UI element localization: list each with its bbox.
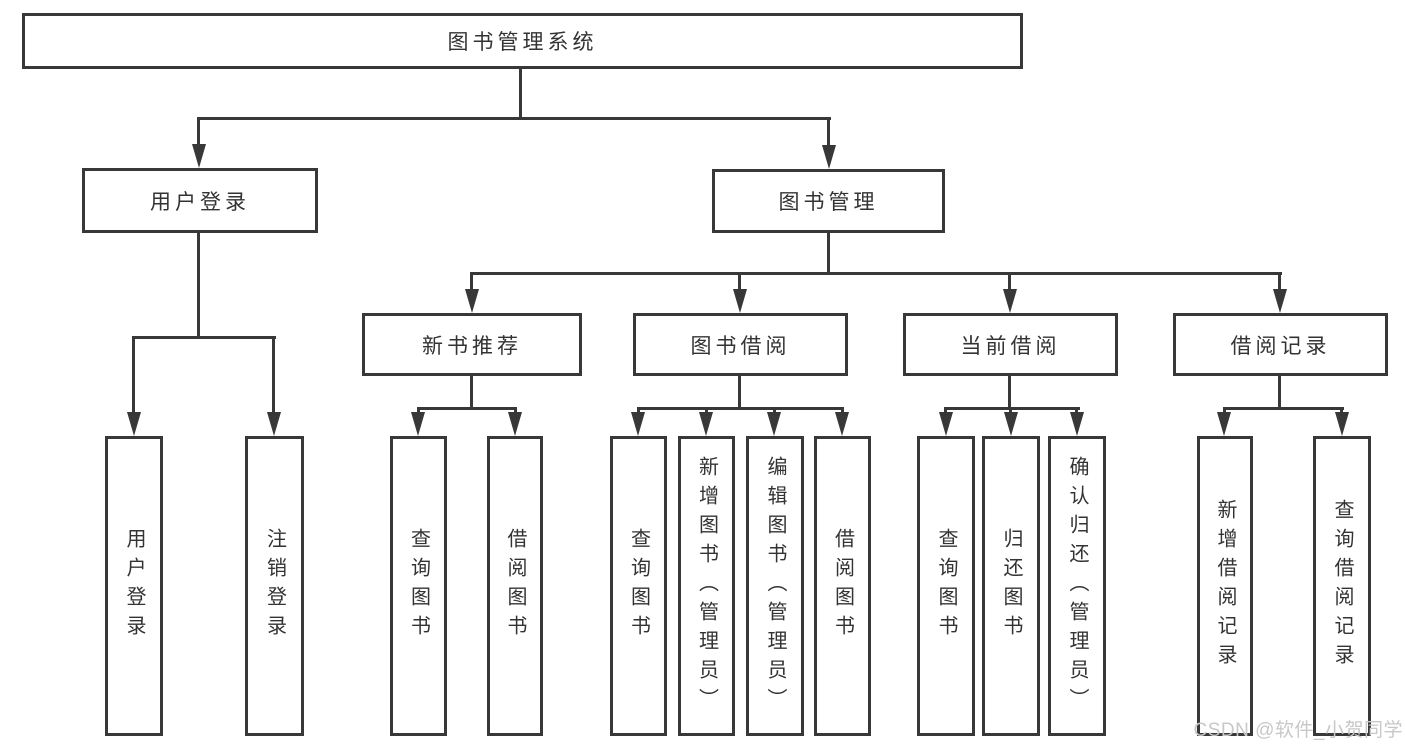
connector-line (470, 376, 473, 409)
connector-line (1223, 407, 1226, 415)
arrow-down-icon (411, 412, 425, 436)
arrow-down-icon (1003, 289, 1017, 313)
connector-line (132, 336, 135, 414)
node-new-book-recommend: 新书推荐 (362, 313, 582, 376)
node-book-borrow: 图书借阅 (633, 313, 848, 376)
connector-line (1278, 376, 1281, 409)
arrow-down-icon (192, 144, 206, 168)
connector-line (773, 407, 776, 415)
node-current-borrow: 当前借阅 (903, 313, 1118, 376)
arrow-down-icon (733, 289, 747, 313)
leaf-recommend-query-books: 查询图书 (390, 436, 447, 736)
leaf-recommend-borrow-books: 借阅图书 (487, 436, 543, 736)
arrow-down-icon (465, 289, 479, 313)
connector-line (1008, 376, 1011, 409)
arrow-down-icon (1070, 412, 1084, 436)
connector-line (470, 272, 473, 291)
arrow-down-icon (767, 412, 781, 436)
connector-line (944, 407, 947, 415)
node-book-management-label: 图书管理 (778, 191, 879, 214)
connector-line (1008, 272, 1011, 291)
connector-line (417, 407, 420, 415)
leaf-return-books: 归还图书 (982, 436, 1040, 736)
leaf-confirm-return-admin: 确认归还（管理员） (1048, 436, 1106, 736)
node-borrow-records-label: 借阅记录 (1230, 334, 1331, 358)
connector-line (417, 407, 517, 410)
connector-line (1009, 407, 1012, 415)
connector-line (519, 69, 522, 117)
connector-line (944, 407, 1080, 410)
leaf-edit-books-admin: 编辑图书（管理员） (746, 436, 804, 736)
leaf-borrow-query-books: 查询图书 (610, 436, 667, 736)
connector-line (705, 407, 708, 415)
connector-line (1340, 407, 1343, 415)
leaf-current-query-books: 查询图书 (917, 436, 975, 736)
connector-line (738, 376, 741, 409)
arrow-down-icon (1004, 412, 1018, 436)
connector-line (637, 407, 640, 415)
node-user-login: 用户登录 (82, 168, 318, 233)
node-current-borrow-label: 当前借阅 (960, 334, 1061, 358)
connector-line (197, 233, 200, 337)
leaf-current-query-books-label: 查询图书 (935, 528, 957, 644)
leaf-add-books-admin: 新增图书（管理员） (678, 436, 735, 736)
arrow-down-icon (127, 412, 141, 436)
connector-line (132, 336, 276, 339)
arrow-down-icon (835, 412, 849, 436)
leaf-confirm-return-admin-label: 确认归还（管理员） (1066, 455, 1088, 717)
connector-line (841, 407, 844, 415)
connector-line (197, 117, 200, 147)
leaf-add-borrow-record: 新增借阅记录 (1197, 436, 1253, 736)
arrow-down-icon (267, 412, 281, 436)
connector-line (827, 117, 830, 147)
leaf-logout-label: 注销登录 (263, 528, 286, 644)
connector-line (738, 272, 741, 291)
connector-line (827, 233, 830, 274)
csdn-watermark: CSDN @软件_小贺同学 (1193, 720, 1403, 741)
arrow-down-icon (699, 412, 713, 436)
leaf-user-login-label: 用户登录 (123, 528, 145, 644)
connector-line (470, 272, 1282, 275)
leaf-logout: 注销登录 (245, 436, 304, 736)
leaf-query-borrow-record: 查询借阅记录 (1313, 436, 1371, 736)
arrow-down-icon (1273, 289, 1287, 313)
arrow-down-icon (631, 412, 645, 436)
leaf-borrow-borrow-books: 借阅图书 (814, 436, 871, 736)
arrow-down-icon (1335, 412, 1349, 436)
leaf-borrow-query-books-label: 查询图书 (627, 528, 650, 644)
leaf-recommend-query-books-label: 查询图书 (407, 528, 430, 644)
leaf-recommend-borrow-books-label: 借阅图书 (504, 528, 526, 644)
node-book-management: 图书管理 (712, 169, 945, 233)
arrow-down-icon (508, 412, 522, 436)
connector-line (1075, 407, 1078, 415)
connector-line (1278, 272, 1281, 291)
node-library-system: 图书管理系统 (22, 13, 1023, 69)
node-user-login-label: 用户登录 (150, 190, 250, 214)
leaf-return-books-label: 归还图书 (1000, 528, 1022, 644)
arrow-down-icon (822, 145, 836, 169)
leaf-add-books-admin-label: 新增图书（管理员） (695, 455, 718, 717)
arrow-down-icon (1217, 412, 1231, 436)
connector-line (637, 407, 844, 410)
connector-line (272, 336, 275, 414)
leaf-edit-books-admin-label: 编辑图书（管理员） (764, 455, 786, 717)
node-new-book-recommend-label: 新书推荐 (422, 334, 522, 358)
leaf-borrow-borrow-books-label: 借阅图书 (831, 528, 854, 644)
node-borrow-records: 借阅记录 (1173, 313, 1388, 376)
node-book-borrow-label: 图书借阅 (690, 334, 791, 358)
node-library-system-label: 图书管理系统 (447, 31, 598, 54)
leaf-user-login: 用户登录 (105, 436, 163, 736)
connector-line (1223, 407, 1344, 410)
leaf-query-borrow-record-label: 查询借阅记录 (1331, 499, 1353, 673)
connector-line (197, 117, 831, 120)
leaf-add-borrow-record-label: 新增借阅记录 (1214, 499, 1236, 673)
connector-line (514, 407, 517, 415)
arrow-down-icon (939, 412, 953, 436)
